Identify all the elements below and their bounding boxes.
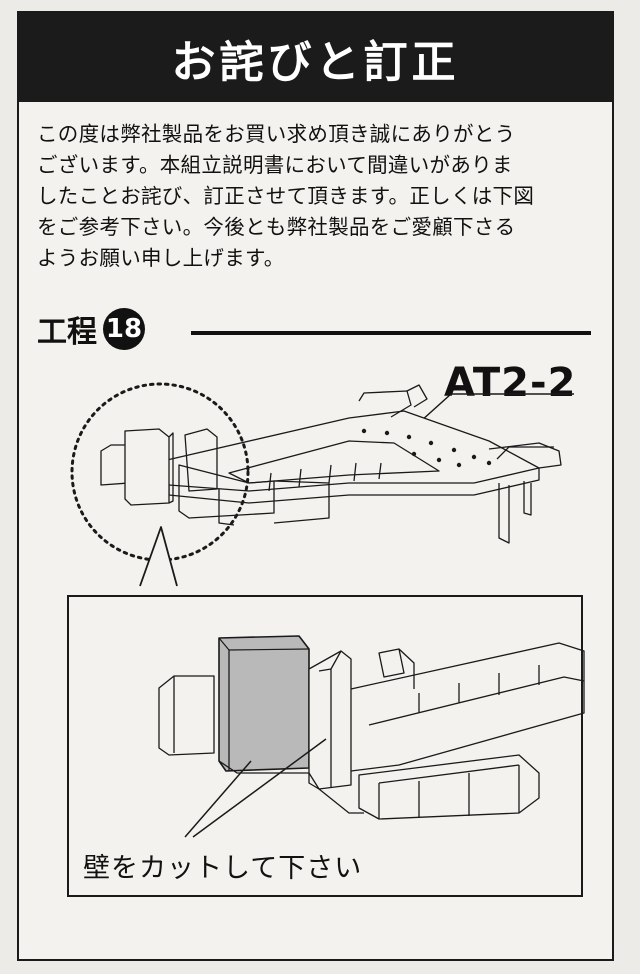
notice-title: お詫びと訂正: [171, 36, 460, 88]
instruction-sheet: お詫びと訂正 この度は弊社製品をお買い求め頂き誠にありがとう ございます。本組立…: [17, 11, 614, 961]
notice-body: この度は弊社製品をお買い求め頂き誠にありがとう ございます。本組立説明書において…: [37, 122, 535, 270]
step-number-badge: 18: [103, 308, 145, 350]
caption-pointer-right: [192, 738, 327, 838]
step-divider-line: [191, 331, 591, 335]
notice-title-bar: お詫びと訂正: [19, 13, 612, 102]
step-label: 工程: [37, 315, 97, 350]
chassis-overview-drawing: [100, 384, 562, 544]
chassis-zoom-drawing: [158, 635, 585, 838]
caption-pointer-left: [184, 760, 252, 838]
zoom-callout-connector: [139, 526, 178, 587]
zoom-detail-frame: [67, 595, 583, 897]
chassis-diagram: [70, 382, 585, 838]
part-code-label: AT2-2: [444, 360, 577, 406]
part-code-leader: [420, 393, 574, 422]
cut-wall-highlight: [218, 635, 310, 772]
step-heading: 工程 18: [37, 307, 145, 351]
cut-wall-caption: 壁をカットして下さい: [83, 853, 363, 884]
